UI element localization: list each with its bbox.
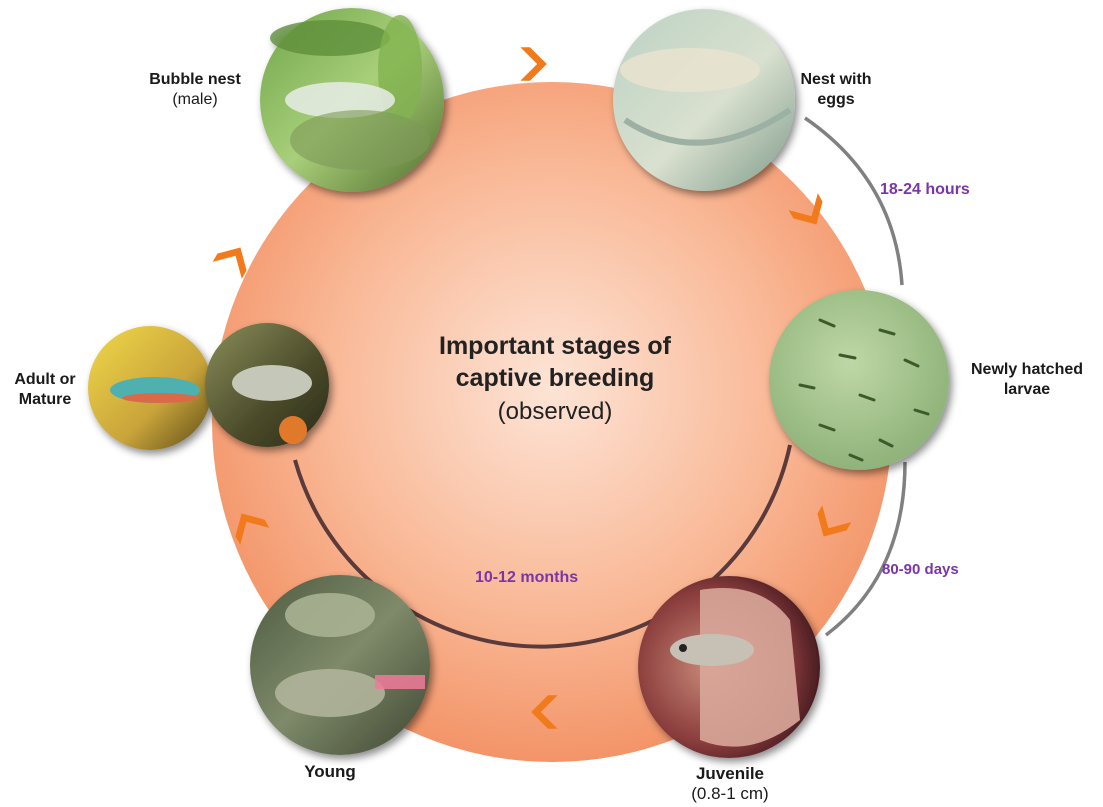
duration-juvenile-to-adult: 10-12 months <box>475 569 578 587</box>
bubble-nest-photo <box>260 8 444 192</box>
duration-larvae-to-juvenile: 80-90 days <box>882 561 959 578</box>
young-photo <box>250 575 430 755</box>
label-young: Young <box>280 762 380 782</box>
label-juvenile-name: Juvenile <box>696 764 764 783</box>
diagram-title: Important stages of captive breeding (ob… <box>395 330 715 428</box>
label-bubble-nest-name: Bubble nest <box>149 71 241 88</box>
label-bubble-nest: Bubble nest (male) <box>135 70 255 110</box>
label-adult-line2: Mature <box>19 391 71 408</box>
label-juvenile-note: (0.8-1 cm) <box>691 784 768 803</box>
adult-photo-silver <box>205 323 329 447</box>
label-larvae-line2: larvae <box>1004 381 1050 398</box>
label-nest-eggs-line1: Nest with <box>800 71 871 88</box>
label-adult: Adult or Mature <box>0 370 90 410</box>
duration-eggs-to-larvae: 18-24 hours <box>880 181 970 199</box>
title-line-2: captive breeding <box>395 362 715 394</box>
juvenile-photo <box>638 576 820 758</box>
label-nest-eggs-line2: eggs <box>817 91 854 108</box>
nest-with-eggs-photo <box>613 9 795 191</box>
label-juvenile: Juvenile (0.8-1 cm) <box>670 764 790 804</box>
label-adult-line1: Adult or <box>14 371 75 388</box>
label-bubble-nest-note: (male) <box>172 91 217 108</box>
chevron-arrow-icon <box>520 47 546 81</box>
label-nest-with-eggs: Nest with eggs <box>786 70 886 110</box>
title-line-1: Important stages of <box>395 330 715 362</box>
newly-hatched-larvae-photo <box>769 290 949 470</box>
title-line-3: (observed) <box>395 396 715 428</box>
label-larvae-line1: Newly hatched <box>971 361 1083 378</box>
adult-photo-colorful <box>88 326 212 450</box>
label-larvae: Newly hatched larvae <box>952 360 1102 400</box>
label-young-name: Young <box>304 762 356 781</box>
